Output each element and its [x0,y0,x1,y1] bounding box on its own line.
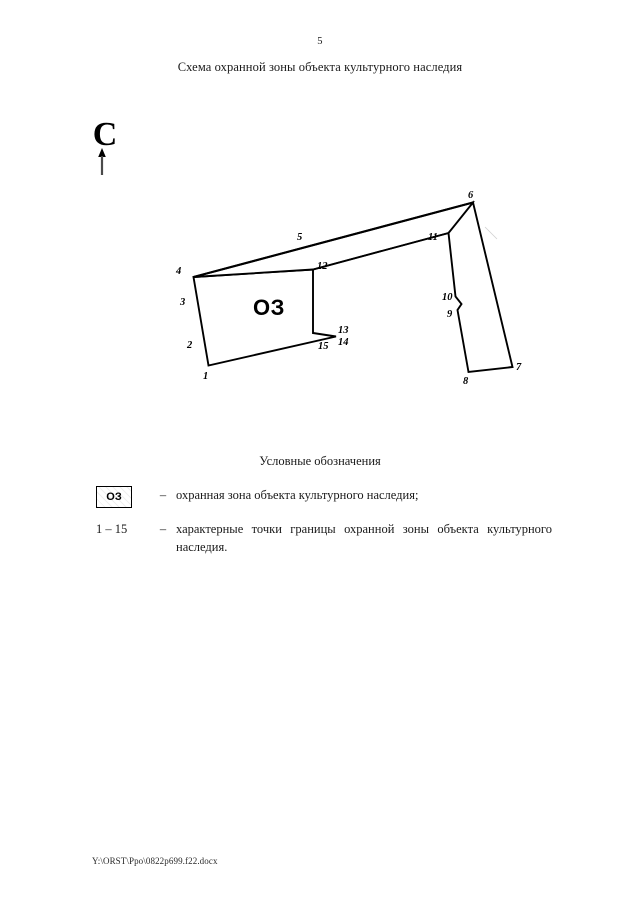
north-arrow-letter: С [92,116,118,153]
page-title: Схема охранной зоны объекта культурного … [177,60,463,74]
vertex-label-6: 6 [468,190,474,201]
boundary-edge-12-11 [312,232,449,271]
legend-text-zone: охранная зона объекта культурного наслед… [176,488,419,502]
vertex-label-12: 12 [317,261,328,272]
zone-polygon-east-arm [447,200,514,374]
vertex-label-14: 14 [338,337,349,348]
vertex-label-1: 1 [203,371,209,382]
legend-dash-zone: – [159,488,167,502]
vertex-label-2: 2 [187,340,193,351]
zone-polygon-west [192,268,337,367]
vertex-label-3: 3 [180,297,186,308]
vertex-label-5: 5 [297,232,303,243]
vertex-label-15: 15 [318,341,329,352]
vertex-label-4: 4 [176,266,182,277]
vertex-label-13: 13 [338,325,349,336]
legend-text-points: характерные точки границы охранной зоны … [176,522,552,554]
legend-row-zone: ОЗ – охранная зона объекта культурного н… [96,486,552,508]
zone-label-oz: ОЗ [253,295,285,320]
vertex-label-7: 7 [516,362,522,373]
legend-key-points: 1 – 15 [96,522,128,536]
footer-file-path: Y:\ORST\Ppo\0822p699.f22.docx [92,856,218,866]
boundary-edge-4-6 [193,201,474,279]
legend-title: Условные обозначения [259,454,381,468]
vertex-label-9: 9 [447,309,453,320]
legend-key-swatch: ОЗ [96,486,150,508]
legend: ОЗ – охранная зона объекта культурного н… [96,486,552,568]
zone-swatch-label: ОЗ [97,487,131,507]
page-number: 5 [317,36,323,47]
vertex-label-8: 8 [463,376,469,387]
zone-swatch-icon: ОЗ [96,486,132,508]
north-arrow-icon [98,148,106,175]
north-arrow: С [88,116,128,178]
vertex-label-11: 11 [428,232,438,243]
legend-dash-points: – [159,522,167,536]
vertex-label-10: 10 [442,292,453,303]
legend-row-points: 1 – 15 – характерные точки границы охран… [96,520,552,556]
